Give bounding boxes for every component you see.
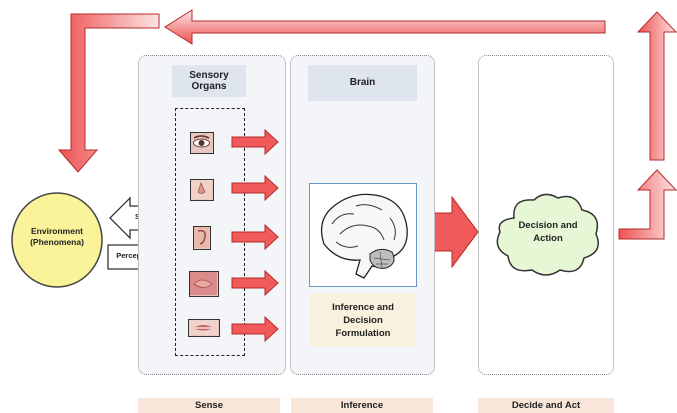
brain-image-frame	[309, 183, 417, 287]
organ-arrow	[231, 174, 279, 202]
environment-label-line2: (Phenomena)	[30, 237, 84, 247]
decision-cloud	[496, 193, 599, 276]
brain-title: Brain	[308, 65, 417, 101]
nose-icon	[190, 179, 214, 201]
brain-icon	[320, 193, 408, 279]
environment-node	[11, 192, 103, 288]
feedback-arrow-top	[164, 9, 606, 45]
footer-inference: Inference	[291, 398, 433, 413]
feedback-arrow-right-up	[636, 11, 677, 161]
footer-decide-and-act: Decide and Act	[478, 398, 614, 413]
sensory-title-line1: Sensory	[189, 69, 229, 81]
inference-line3: Formulation	[335, 327, 391, 339]
feedback-arrow-left-bend	[57, 13, 160, 173]
decision-label: Decision and Action	[495, 219, 601, 245]
organ-arrow	[231, 223, 279, 251]
decision-label-line2: Action	[533, 233, 563, 244]
footer-sense: Sense	[138, 398, 280, 413]
organ-arrows	[231, 128, 279, 343]
percept-arrow-label: Percept	[116, 251, 144, 260]
environment-label-line1: Environment	[31, 226, 83, 236]
inference-line2: Decision	[343, 314, 383, 326]
inference-line1: Inference and	[332, 301, 394, 313]
action-arrow-bend	[618, 169, 677, 240]
mouth-icon	[188, 319, 220, 337]
organ-arrow	[231, 315, 279, 343]
eye-icon	[190, 132, 214, 154]
organ-arrow	[231, 128, 279, 156]
organ-arrow	[231, 269, 279, 297]
decision-label-line1: Decision and	[518, 220, 578, 231]
inference-box: Inference and Decision Formulation	[310, 294, 416, 346]
skin-icon	[189, 271, 219, 297]
ear-icon	[193, 226, 211, 250]
environment-label: Environment (Phenomena)	[9, 226, 105, 248]
sensory-title-line2: Organs	[191, 81, 227, 92]
